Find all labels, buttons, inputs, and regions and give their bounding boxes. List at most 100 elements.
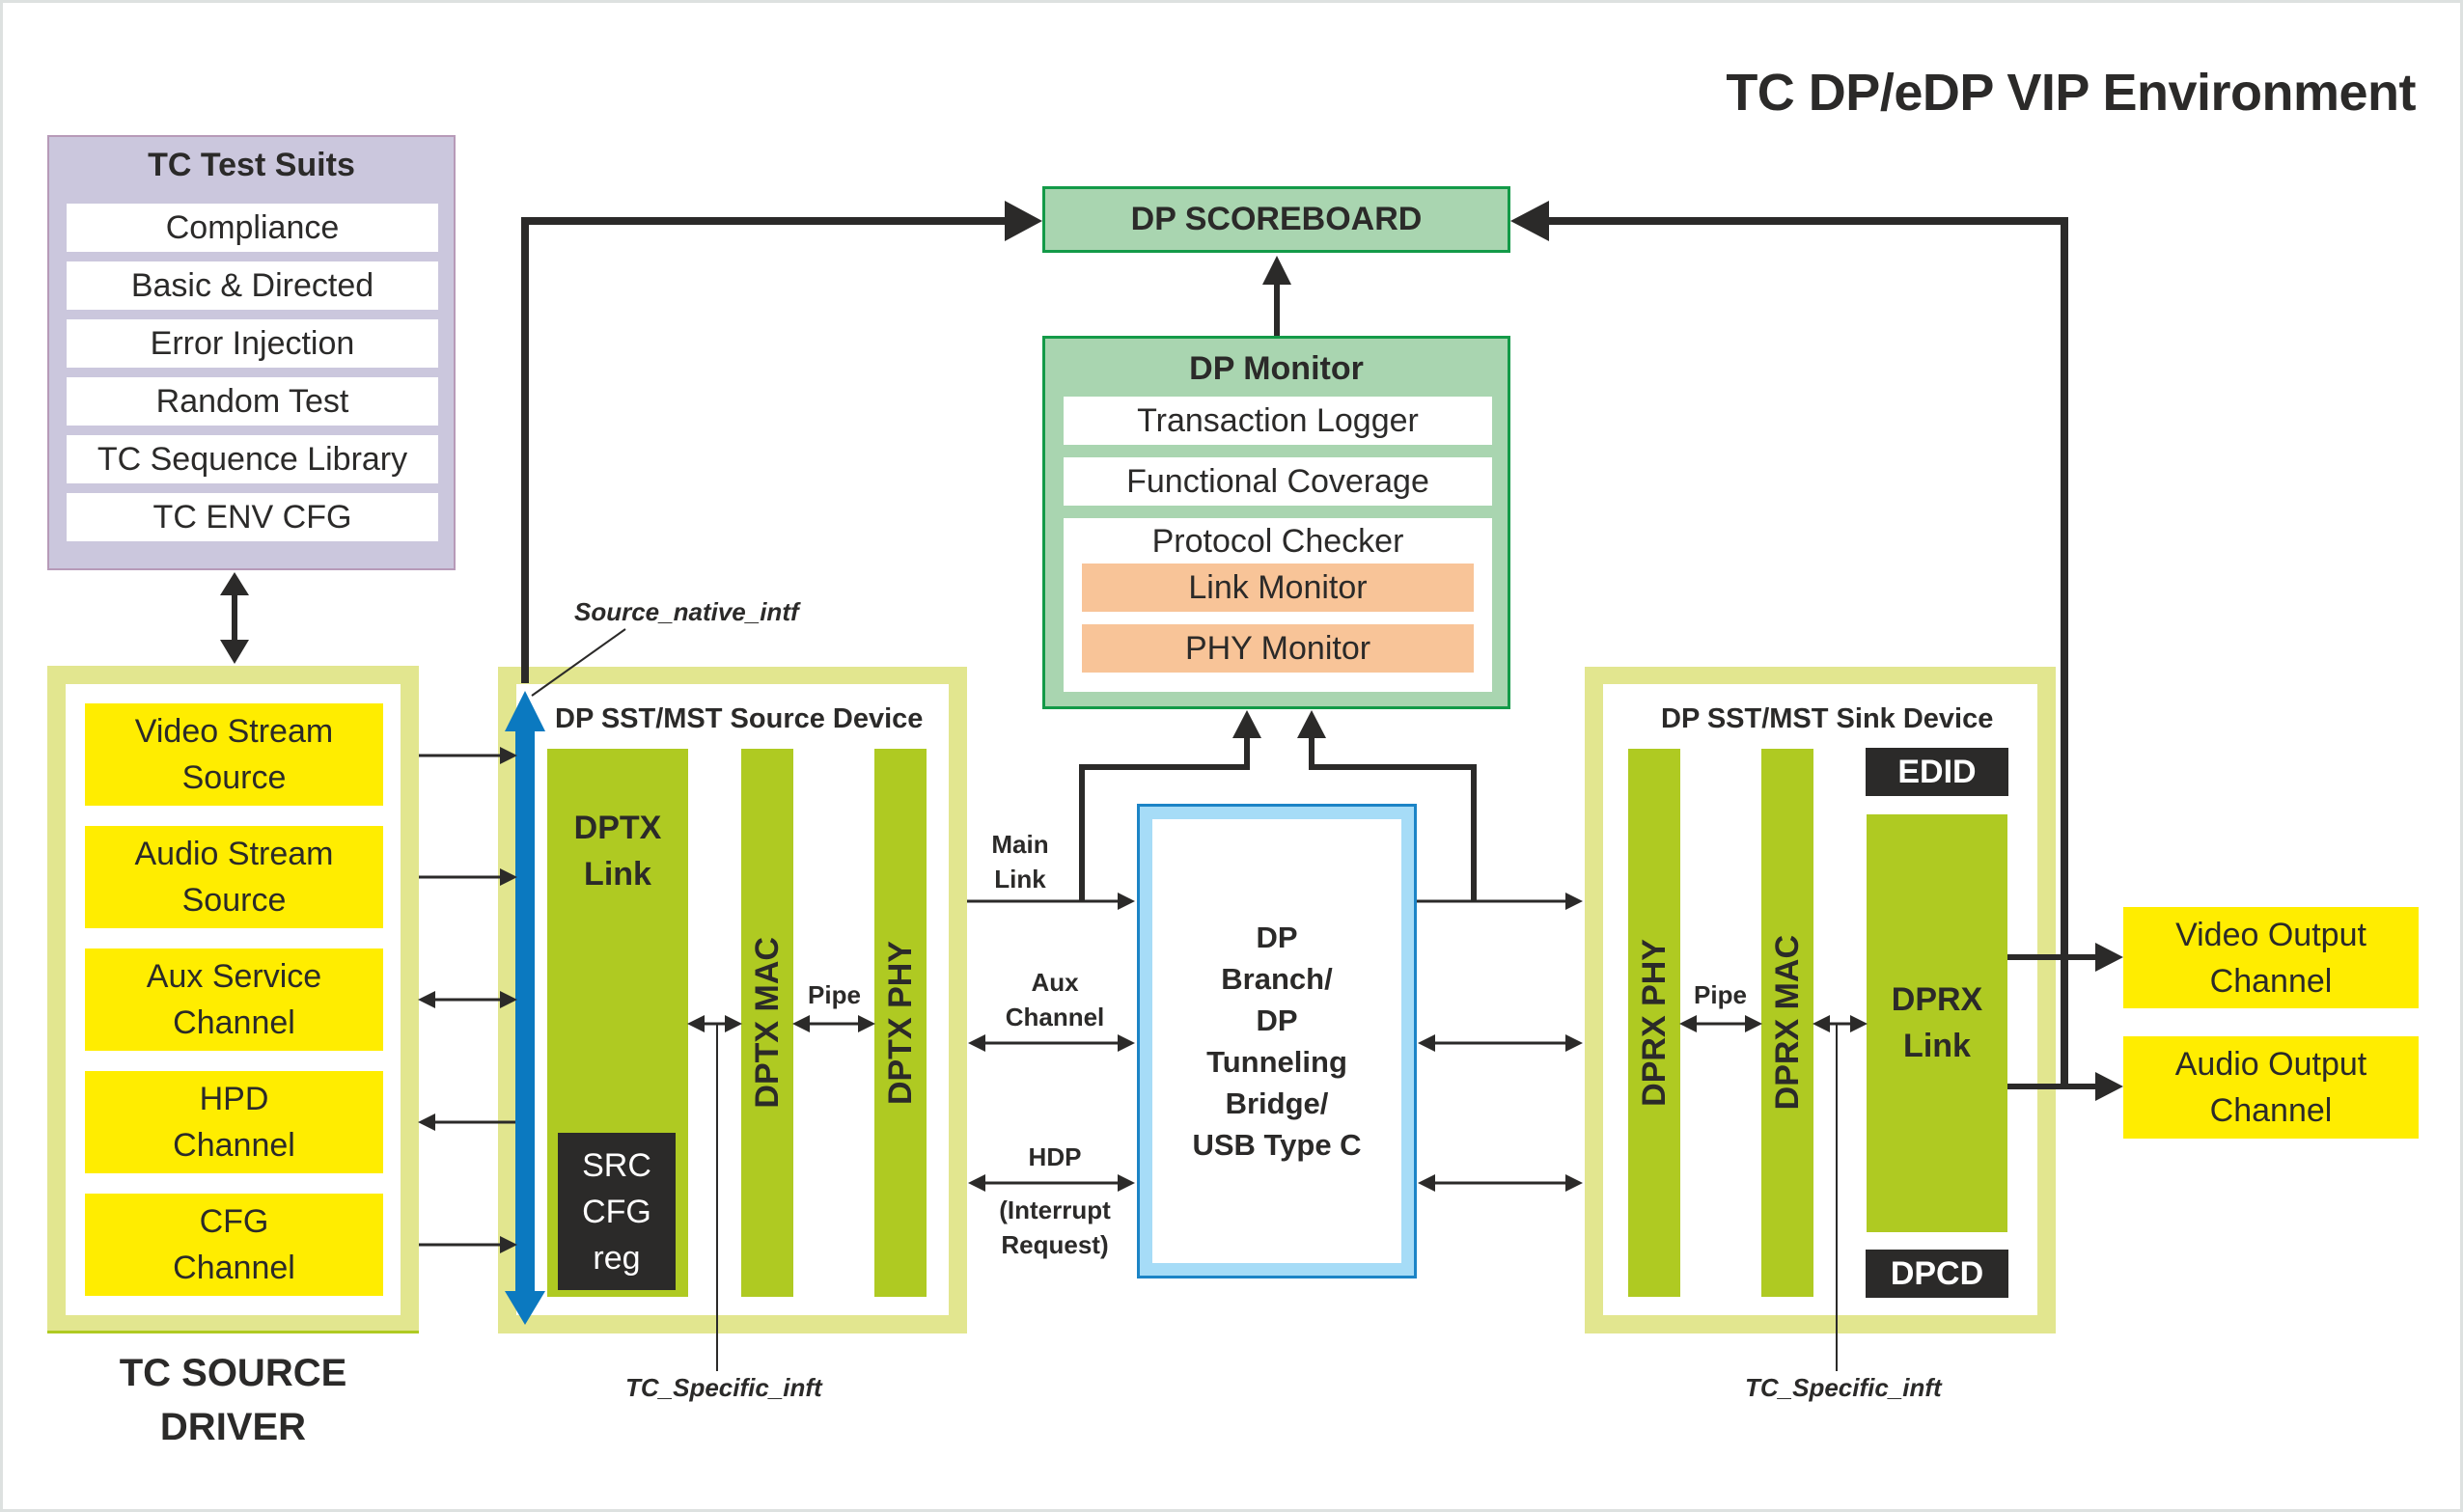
aux-service-line1: Aux Service — [146, 958, 322, 995]
src-cfg-reg: SRC CFG reg — [558, 1133, 676, 1290]
audio-stream-source: Audio Stream Source — [85, 826, 383, 928]
connector-layer — [220, 201, 2123, 1371]
aux-service-line2: Channel — [173, 1004, 295, 1041]
dprx-link-line2: Link — [1903, 1028, 1971, 1064]
suit-basic-directed: Basic & Directed — [67, 261, 438, 310]
transaction-logger: Transaction Logger — [1064, 397, 1492, 445]
audio-stream-line2: Source — [181, 882, 287, 919]
functional-coverage: Functional Coverage — [1064, 457, 1492, 506]
dprx-link-label: DPRX Link — [1867, 976, 2007, 1069]
src-cfg-reg-line3: reg — [593, 1239, 641, 1277]
sink-to-scoreboard-wire — [1547, 217, 2068, 1088]
suits-up-arrowhead — [220, 572, 249, 595]
dp-monitor-heading: DP Monitor — [1189, 350, 1364, 387]
sink-device-heading: DP SST/MST Sink Device — [1661, 703, 1994, 734]
bus-down-arrowhead — [505, 1291, 545, 1325]
tc-specific-intf-left-label: TC_Specific_inft — [625, 1373, 822, 1402]
test-suits-heading: TC Test Suits — [148, 147, 355, 183]
video-stream-source: Video Stream Source — [85, 703, 383, 806]
aux-channel-label: Aux Channel — [997, 965, 1113, 1034]
link-monitor: Link Monitor — [1082, 564, 1474, 612]
hdp-sub-line1: (Interrupt — [999, 1196, 1111, 1224]
bridge-line3: DP — [1256, 1003, 1298, 1037]
scoreboard-left-arrowhead — [1005, 201, 1042, 241]
dp-scoreboard: DP SCOREBOARD — [1042, 186, 1510, 253]
protocol-checker-label: Protocol Checker — [1151, 523, 1404, 560]
audio-output-line1: Audio Output — [2174, 1046, 2367, 1083]
dptx-link-line2: Link — [584, 856, 651, 893]
src-cfg-reg-line2: CFG — [582, 1193, 651, 1230]
main-link-tap-right — [1309, 736, 1477, 901]
hpd-line1: HPD — [199, 1081, 269, 1117]
source-to-scoreboard-wire — [521, 217, 1007, 683]
dptx-link-label: DPTX Link — [547, 805, 688, 897]
cfg-line2: Channel — [173, 1250, 295, 1286]
phy-monitor: PHY Monitor — [1082, 624, 1474, 673]
video-output-line1: Video Output — [2175, 916, 2366, 953]
suit-error-injection: Error Injection — [67, 319, 438, 368]
src-cfg-reg-line1: SRC — [582, 1146, 651, 1184]
hdp-label: HDP — [1028, 1142, 1082, 1171]
suit-compliance: Compliance — [67, 204, 438, 252]
driver-down-arrowhead — [220, 640, 249, 664]
cfg-channel: CFG Channel — [85, 1194, 383, 1296]
audio-stream-line1: Audio Stream — [134, 836, 334, 872]
dp-bridge: DP Branch/ DP Tunneling Bridge/ USB Type… — [1137, 804, 1417, 1278]
hdp-sub-line2: Request) — [1001, 1230, 1109, 1259]
dprx-phy-block: DPRX PHY — [1628, 749, 1680, 1297]
bridge-line6: USB Type C — [1192, 1128, 1362, 1162]
video-stream-line2: Source — [181, 759, 287, 796]
tap-left-arrowhead — [1232, 710, 1261, 738]
dptx-link-block: DPTX Link SRC CFG reg — [547, 749, 688, 1297]
dptx-link-line1: DPTX — [573, 810, 662, 846]
test-suits-panel: TC Test Suits Compliance Basic & Directe… — [47, 135, 456, 570]
audio-output-arrowhead — [2095, 1072, 2123, 1101]
scoreboard-right-arrowhead — [1510, 201, 1549, 241]
protocol-checker: Protocol Checker Link Monitor PHY Monito… — [1064, 518, 1492, 692]
bridge-line4: Tunneling — [1206, 1045, 1347, 1079]
tap-right-arrowhead — [1297, 710, 1326, 738]
suit-sequence-library: TC Sequence Library — [67, 435, 438, 483]
main-link-line2: Link — [994, 865, 1046, 893]
dptx-mac-block: DPTX MAC — [741, 749, 793, 1297]
main-link-tap-left — [1079, 736, 1250, 901]
dp-monitor: DP Monitor Transaction Logger Functional… — [1042, 336, 1510, 709]
bus-up-arrowhead — [505, 691, 545, 731]
dptx-phy-block: DPTX PHY — [874, 749, 927, 1297]
source-driver-label: TC SOURCE DRIVER — [47, 1346, 419, 1454]
aux-channel-line1: Aux — [1031, 968, 1079, 997]
dpcd-block: DPCD — [1866, 1250, 2008, 1298]
main-link-label: Main Link — [989, 827, 1051, 896]
edid-block: EDID — [1866, 748, 2008, 796]
aux-service-channel: Aux Service Channel — [85, 948, 383, 1051]
source-pipe-label: Pipe — [808, 980, 861, 1009]
source-device-heading: DP SST/MST Source Device — [555, 703, 924, 734]
source-native-leader — [531, 628, 626, 697]
hdp-sub-label: (Interrupt Request) — [987, 1193, 1122, 1262]
main-link-line1: Main — [991, 830, 1049, 859]
source-driver-label-line2: DRIVER — [159, 1406, 307, 1448]
bridge-line2: Branch/ — [1221, 962, 1333, 996]
hpd-line2: Channel — [173, 1127, 295, 1164]
dprx-link-block: DPRX Link — [1867, 814, 2007, 1232]
dp-bridge-inner: DP Branch/ DP Tunneling Bridge/ USB Type… — [1152, 819, 1401, 1263]
video-stream-line1: Video Stream — [134, 713, 334, 750]
sink-pipe-label: Pipe — [1694, 980, 1747, 1009]
bridge-line1: DP — [1256, 921, 1298, 954]
suit-env-cfg: TC ENV CFG — [67, 493, 438, 541]
diagram-title: TC DP/eDP VIP Environment — [1726, 64, 2416, 122]
suit-random-test: Random Test — [67, 377, 438, 426]
video-output-channel: Video Output Channel — [2123, 907, 2419, 1008]
bridge-line5: Bridge/ — [1225, 1086, 1329, 1120]
aux-channel-line2: Channel — [1005, 1003, 1105, 1031]
monitor-up-arrowhead — [1262, 256, 1291, 285]
audio-output-channel: Audio Output Channel — [2123, 1036, 2419, 1139]
dprx-mac-block: DPRX MAC — [1761, 749, 1813, 1297]
source-native-intf-label: Source_native_intf — [574, 597, 799, 626]
hpd-channel: HPD Channel — [85, 1071, 383, 1173]
dprx-link-line1: DPRX — [1891, 981, 1983, 1018]
audio-output-line2: Channel — [2209, 1092, 2333, 1129]
video-output-arrowhead — [2095, 943, 2123, 972]
cfg-line1: CFG — [199, 1203, 269, 1240]
